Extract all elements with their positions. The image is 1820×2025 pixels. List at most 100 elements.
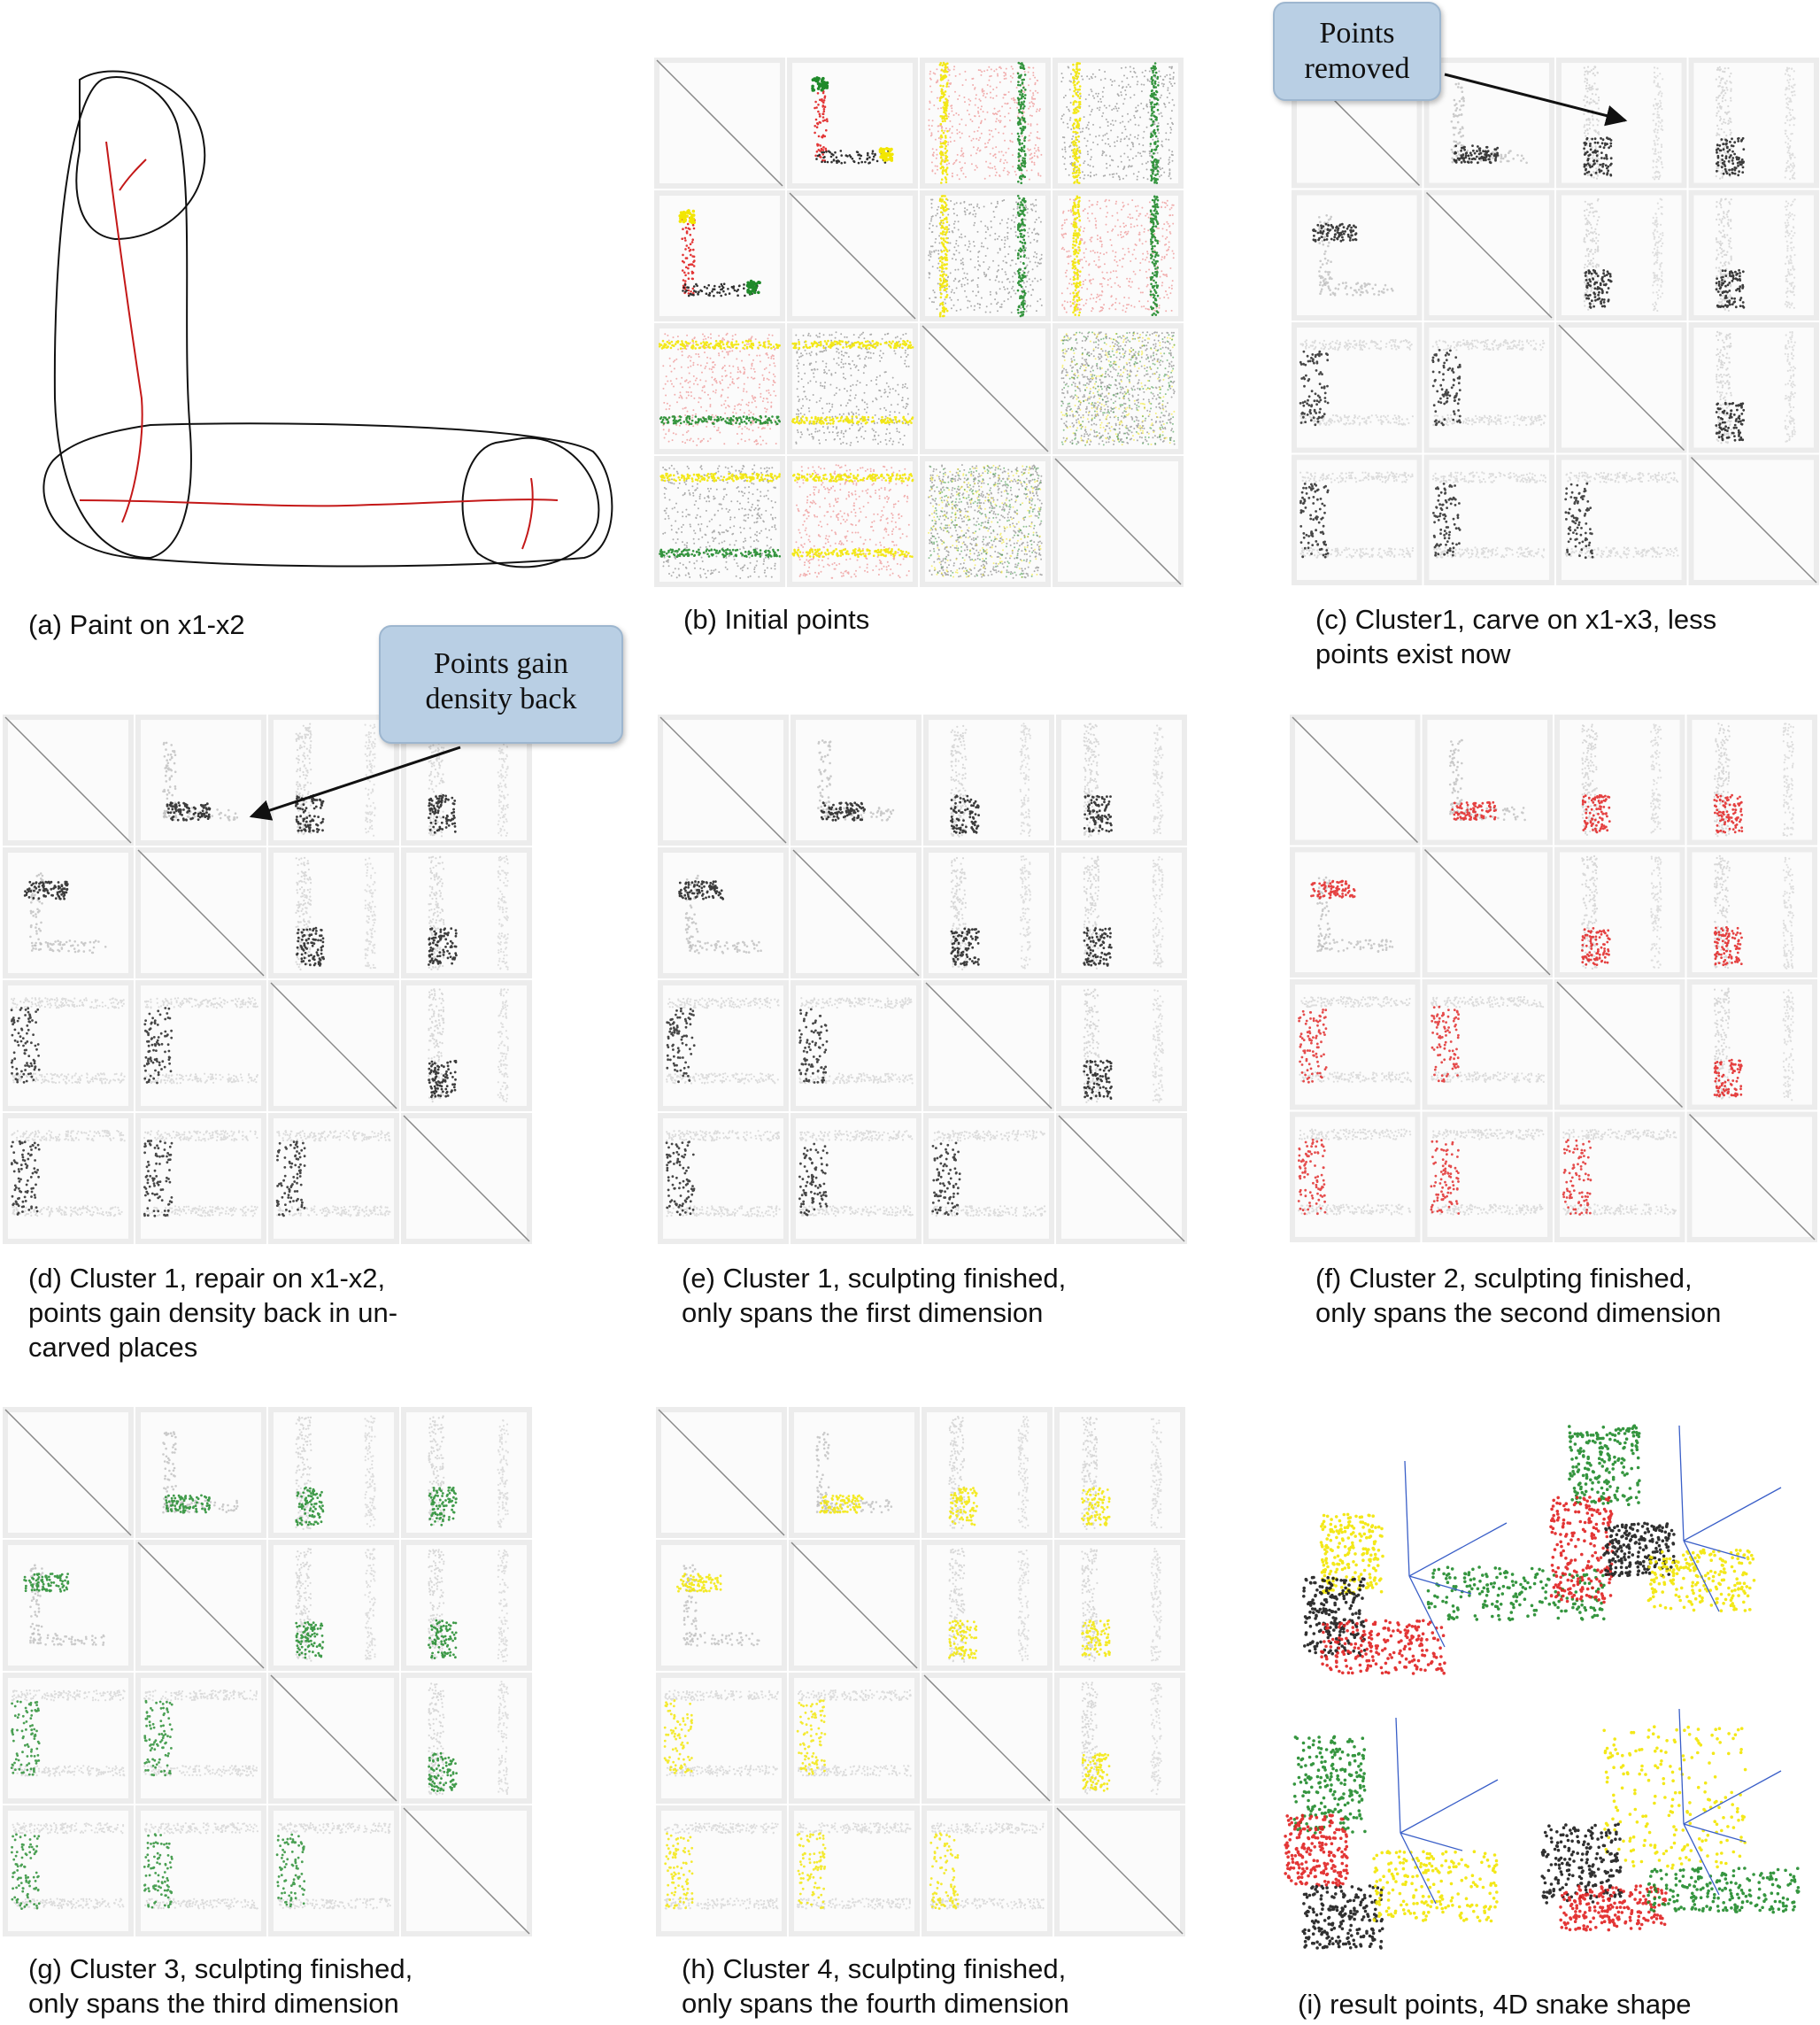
diagonal-line	[1690, 456, 1817, 584]
matrix-svg-g	[3, 1407, 532, 1936]
cell-background	[268, 1407, 399, 1538]
matrix-cell-1-1	[3, 715, 134, 846]
point-cloud	[1083, 794, 1113, 833]
point-cloud	[29, 872, 44, 951]
matrix-cell-1-2	[787, 58, 918, 189]
point-cloud	[143, 1140, 174, 1217]
point-cloud	[928, 465, 1042, 578]
point-cloud	[1540, 1822, 1623, 1905]
point-cloud	[1301, 1884, 1384, 1950]
matrix-cell-3-1	[656, 1673, 787, 1804]
point-cloud	[791, 339, 914, 350]
matrix-cell-4-2	[789, 1805, 920, 1936]
point-cloud	[663, 1699, 693, 1774]
point-cloud	[1149, 195, 1160, 317]
scatter-matrix-b	[653, 57, 1184, 588]
sketch-stroke-branch	[119, 158, 147, 191]
point-cloud	[295, 1620, 325, 1659]
point-cloud	[10, 1700, 41, 1776]
axis-line	[1683, 1487, 1782, 1542]
point-cloud	[1581, 854, 1599, 970]
point-cloud	[1431, 995, 1545, 1009]
point-cloud	[1318, 214, 1333, 291]
point-cloud	[800, 997, 913, 1009]
point-cloud	[950, 856, 968, 970]
cell-background	[1056, 847, 1187, 978]
matrix-svg-e	[658, 715, 1187, 1244]
cell-background	[1688, 189, 1819, 321]
matrix-cell-3-4	[1056, 980, 1187, 1111]
diagonal-line	[1556, 981, 1684, 1109]
cell-background	[3, 1113, 134, 1244]
cell-background	[3, 1540, 134, 1671]
point-cloud	[820, 801, 866, 822]
point-cloud	[428, 1486, 458, 1526]
matrix-cell-1-1	[656, 1407, 787, 1538]
point-cloud	[1565, 471, 1679, 483]
matrix-cell-3-4	[1053, 323, 1184, 454]
matrix-cell-4-3	[920, 456, 1051, 587]
matrix-cell-1-1	[658, 715, 789, 846]
point-cloud	[929, 1832, 960, 1910]
point-cloud	[689, 939, 762, 955]
point-cloud	[1602, 1521, 1676, 1578]
matrix-cell-4-2	[790, 1113, 922, 1244]
caption-e: (e) Cluster 1, sculpting finished, only …	[682, 1263, 1067, 1328]
point-cloud	[1152, 856, 1164, 968]
cell-background	[1686, 979, 1817, 1110]
panel-a-sketch	[18, 62, 620, 576]
point-cloud	[1549, 1496, 1615, 1604]
matrix-cell-4-4	[1688, 454, 1819, 585]
matrix-cell-3-2	[135, 1673, 266, 1804]
diagonal-line	[1058, 1115, 1185, 1242]
cell-background	[1053, 58, 1184, 189]
matrix-cell-4-4	[401, 1113, 532, 1244]
matrix-cell-2-1	[1292, 189, 1423, 321]
point-cloud	[1372, 1850, 1499, 1923]
cell-background	[923, 1113, 1054, 1244]
point-cloud	[1060, 66, 1176, 181]
point-cloud	[815, 150, 890, 165]
matrix-cell-3-3	[1554, 979, 1685, 1110]
cell-background	[268, 1540, 399, 1671]
point-cloud	[791, 415, 914, 425]
point-cloud	[659, 472, 781, 483]
point-cloud	[798, 1072, 914, 1085]
point-cloud	[1081, 1619, 1111, 1658]
cell-background	[1556, 454, 1687, 585]
projection-panel-i	[1268, 1390, 1820, 1966]
point-cloud	[364, 857, 376, 970]
point-cloud	[1019, 723, 1031, 838]
point-cloud	[948, 1487, 978, 1526]
point-cloud	[295, 793, 325, 833]
matrix-cell-3-2	[790, 980, 922, 1111]
point-cloud	[665, 1140, 696, 1217]
diagonal-line	[137, 849, 265, 977]
diagonal-line	[1423, 848, 1551, 976]
matrix-cell-2-4	[401, 1540, 532, 1671]
sketch-outline-vertical	[53, 76, 192, 560]
point-cloud	[664, 1689, 779, 1702]
point-cloud	[1713, 1058, 1743, 1098]
diagonal-line	[658, 1409, 785, 1536]
matrix-cell-3-3	[923, 980, 1054, 1111]
point-cloud	[30, 939, 107, 955]
point-cloud	[428, 1059, 458, 1099]
matrix-cell-2-3	[923, 847, 1054, 978]
cell-background	[1554, 846, 1685, 978]
point-cloud	[798, 1765, 912, 1777]
point-cloud	[1559, 1884, 1668, 1932]
point-cloud	[428, 927, 458, 966]
point-cloud	[678, 880, 725, 900]
point-cloud	[1292, 1735, 1367, 1835]
point-cloud	[1713, 987, 1731, 1100]
point-cloud	[1083, 927, 1113, 967]
projection-cluster	[1568, 1424, 1641, 1506]
point-cloud	[796, 1699, 827, 1775]
point-cloud	[1453, 144, 1500, 165]
matrix-cell-2-2	[787, 190, 918, 321]
point-cloud	[1652, 66, 1664, 181]
point-cloud	[1318, 282, 1394, 297]
matrix-cell-1-1	[3, 1407, 134, 1538]
diagonal-line	[4, 1409, 132, 1536]
